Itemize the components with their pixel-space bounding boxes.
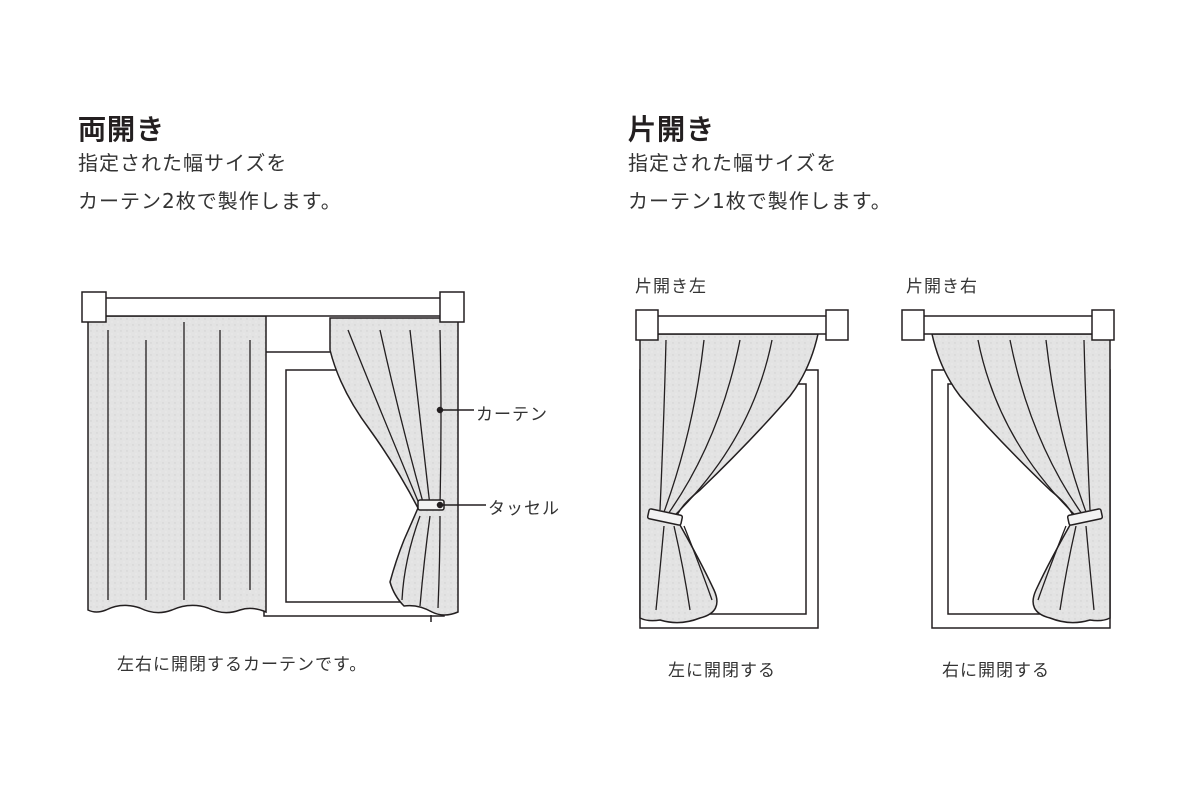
single-left-caption: 左に開閉する bbox=[668, 661, 776, 681]
rod-bracket-right bbox=[1091, 309, 1115, 341]
right-curtain bbox=[329, 317, 459, 616]
double-desc-line1: 指定された幅サイズを bbox=[78, 151, 288, 175]
rod-bracket-left bbox=[81, 291, 107, 323]
single-left-diagram bbox=[635, 309, 849, 629]
double-desc-line2: カーテン2枚で製作します。 bbox=[78, 189, 342, 213]
double-open-caption: 左右に開閉するカーテンです。 bbox=[117, 655, 368, 675]
single-desc-line2: カーテン1枚で製作します。 bbox=[628, 189, 892, 213]
double-open-title: 両開き bbox=[78, 113, 166, 146]
curtain-rod bbox=[915, 315, 1101, 335]
rod-bracket-right bbox=[439, 291, 465, 323]
single-desc-line1: 指定された幅サイズを bbox=[628, 151, 838, 175]
single-open-title: 片開き bbox=[628, 113, 716, 146]
left-curtain-folds bbox=[107, 322, 251, 600]
rod-bracket-right bbox=[825, 309, 849, 341]
curtain-rod bbox=[97, 297, 449, 317]
double-open-diagram bbox=[81, 291, 486, 622]
rod-bracket-left bbox=[901, 309, 925, 341]
single-left-curtain bbox=[639, 333, 819, 624]
left-curtain bbox=[87, 315, 267, 614]
single-left-folds bbox=[655, 339, 773, 611]
single-right-label: 片開き右 bbox=[906, 277, 978, 297]
single-left-label: 片開き左 bbox=[635, 277, 707, 297]
single-open-description: 指定された幅サイズを カーテン1枚で製作します。 bbox=[628, 144, 892, 220]
double-open-description: 指定された幅サイズを カーテン2枚で製作します。 bbox=[78, 144, 342, 220]
single-right-diagram bbox=[901, 309, 1115, 629]
tassel bbox=[1066, 508, 1104, 526]
single-right-caption: 右に開閉する bbox=[942, 661, 1050, 681]
tassel-callout-label: タッセル bbox=[488, 499, 560, 519]
tassel bbox=[646, 508, 684, 526]
right-curtain-folds bbox=[347, 329, 442, 609]
curtain-callout-label: カーテン bbox=[476, 405, 548, 425]
single-right-folds bbox=[977, 339, 1095, 611]
curtain-rod bbox=[649, 315, 835, 335]
rod-bracket-left bbox=[635, 309, 659, 341]
